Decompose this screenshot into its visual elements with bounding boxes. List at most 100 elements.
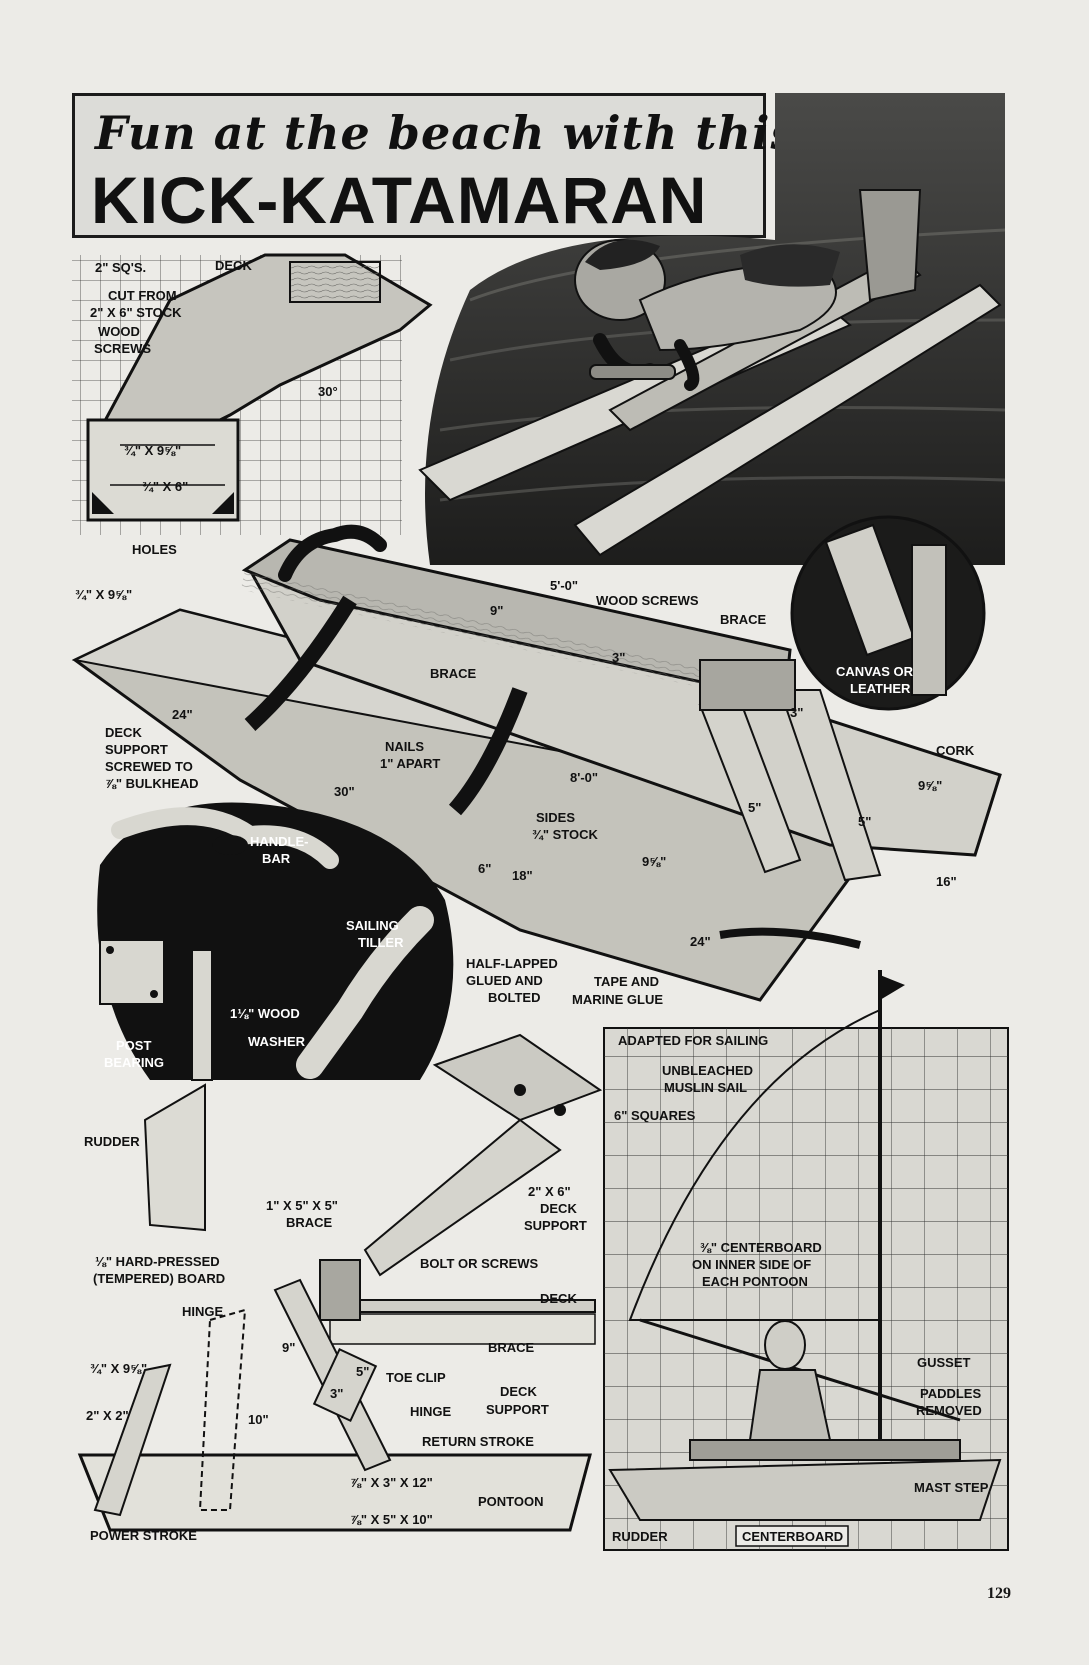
label-hard-1: ⅛" HARD-PRESSED	[95, 1254, 220, 1269]
top-left-grid-drawing: 2" SQ'S. DECK CUT FROM 2" X 6" STOCK WOO…	[72, 253, 433, 557]
label-dim-6: 6"	[478, 861, 491, 876]
photo-boy-on-katamaran	[418, 93, 1006, 565]
label-center-3: EACH PONTOON	[702, 1274, 808, 1289]
label-deck-top: DECK	[215, 258, 252, 273]
label-half-3: BOLTED	[488, 990, 540, 1005]
label-tape-1: TAPE AND	[594, 974, 659, 989]
label-dim-958b: 9⅝"	[642, 854, 666, 869]
label-post-1: POST	[116, 1038, 151, 1053]
title-script: Fun at the beach with this	[95, 106, 798, 160]
sailing-grid-drawing: ADAPTED FOR SAILING UNBLEACHED MUSLIN SA…	[603, 970, 1009, 1551]
label-dim-16: 16"	[936, 874, 957, 889]
label-dim-9in: 9"	[490, 603, 503, 618]
label-dim-24b: 24"	[690, 934, 711, 949]
label-unbleached-2: MUSLIN SAIL	[664, 1080, 747, 1095]
label-dim-5c: 5"	[356, 1364, 369, 1379]
label-dim-30: 30"	[334, 784, 355, 799]
label-board-34x6: ¾" X 6"	[142, 479, 188, 494]
label-canvas-1: CANVAS OR	[836, 664, 914, 679]
label-brace-top: BRACE	[720, 612, 767, 627]
label-board-34x958: ¾" X 9⅝"	[124, 443, 181, 458]
label-screws: SCREWS	[94, 341, 151, 356]
paddle-mechanism-side-view: BOLT OR SCREWS DECK HINGE BRACE ¾" X 9⅝"…	[77, 1256, 596, 1543]
label-hinge-2: HINGE	[410, 1404, 452, 1419]
label-dim-3in: 3"	[612, 650, 625, 665]
label-dim-3c: 3"	[330, 1386, 343, 1401]
label-dim-18: 18"	[512, 868, 533, 883]
label-handle-1: HANDLE-	[250, 834, 309, 849]
label-centerboard: CENTERBOARD	[742, 1529, 843, 1544]
label-2x2: 2" X 2"	[86, 1408, 129, 1423]
label-brace-155-1: 1" X 5" X 5"	[266, 1198, 338, 1213]
inset-rudder-tiller: HANDLE- BAR SAILING TILLER 1⅛" WOOD WASH…	[84, 802, 454, 1232]
label-deck-support-3: SCREWED TO	[105, 759, 193, 774]
label-6-squares: 6" SQUARES	[614, 1108, 696, 1123]
label-wood: WOOD	[98, 324, 140, 339]
label-ds-2x6-3: SUPPORT	[524, 1218, 587, 1233]
label-canvas-2: LEATHER	[850, 681, 911, 696]
label-cut-from: CUT FROM	[108, 288, 177, 303]
label-cork: CORK	[936, 743, 975, 758]
label-2x6-stock: 2" X 6" STOCK	[90, 305, 182, 320]
label-toe-clip: TOE CLIP	[386, 1370, 446, 1385]
label-bolt: BOLT OR SCREWS	[420, 1256, 539, 1271]
label-paddles-1: PADDLES	[920, 1386, 981, 1401]
label-return-stroke: RETURN STROKE	[422, 1434, 534, 1449]
label-deck-2: DECK	[540, 1291, 577, 1306]
label-sailing-2: TILLER	[358, 935, 404, 950]
label-nails-1: NAILS	[385, 739, 424, 754]
label-deck-supp-a: DECK	[500, 1384, 537, 1399]
label-dim-5ft: 5'-0"	[550, 578, 578, 593]
label-deck-support-2: SUPPORT	[105, 742, 168, 757]
label-nails-2: 1" APART	[380, 756, 440, 771]
label-dim-10: 10"	[248, 1412, 269, 1427]
label-sides-2: ¾" STOCK	[532, 827, 598, 842]
label-rudder-right: RUDDER	[612, 1529, 668, 1544]
label-power-stroke: POWER STROKE	[90, 1528, 197, 1543]
label-ds-2x6-1: 2" X 6"	[528, 1184, 571, 1199]
label-hinge-1: HINGE	[182, 1304, 224, 1319]
label-brace-mid: BRACE	[430, 666, 477, 681]
label-left-34x958: ¾" X 9⅝"	[75, 587, 132, 602]
label-dim-5b: 5"	[858, 814, 871, 829]
label-wood-118: 1⅛" WOOD	[230, 1006, 300, 1021]
label-dim-5a: 5"	[748, 800, 761, 815]
label-pontoon: PONTOON	[478, 1494, 544, 1509]
label-half-2: GLUED AND	[466, 973, 543, 988]
label-dim-8ft: 8'-0"	[570, 770, 598, 785]
label-sailing-1: SAILING	[346, 918, 399, 933]
label-post-2: BEARING	[104, 1055, 164, 1070]
label-paddles-2: REMOVED	[916, 1403, 982, 1418]
label-handle-2: BAR	[262, 851, 291, 866]
label-mast-step: MAST STEP	[914, 1480, 989, 1495]
label-holes: HOLES	[132, 542, 177, 557]
label-dim-9b: 9"	[282, 1340, 295, 1355]
label-hard-2: (TEMPERED) BOARD	[93, 1271, 225, 1286]
label-deck-support-4: ⅞" BULKHEAD	[105, 776, 199, 791]
title-block: Fun at the beach with this KICK-KATAMARA…	[72, 93, 796, 238]
label-half-1: HALF-LAPPED	[466, 956, 558, 971]
label-left2-34x958: ¾" X 9⅝"	[90, 1361, 147, 1376]
label-dim-24a: 24"	[172, 707, 193, 722]
inset-canvas-leather: CANVAS OR LEATHER	[790, 515, 986, 711]
label-brace-155-2: BRACE	[286, 1215, 333, 1230]
label-dim-958: 9⅝"	[918, 778, 942, 793]
label-washer: WASHER	[248, 1034, 306, 1049]
label-dim-3b: 3"	[790, 705, 803, 720]
label-deck-supp-b: SUPPORT	[486, 1402, 549, 1417]
label-78x5x10: ⅞" X 5" X 10"	[350, 1512, 433, 1527]
label-ds-2x6-2: DECK	[540, 1201, 577, 1216]
label-unbleached-1: UNBLEACHED	[662, 1063, 753, 1078]
catamaran-assembly-drawing: ¾" X 9⅝" 5'-0" 9" 3" WOOD SCREWS BRACE B…	[71, 524, 1002, 1007]
label-deck-support-1: DECK	[105, 725, 142, 740]
label-wood-screws: WOOD SCREWS	[596, 593, 699, 608]
label-gusset: GUSSET	[917, 1355, 971, 1370]
label-rudder-left: RUDDER	[84, 1134, 140, 1149]
label-sides-1: SIDES	[536, 810, 575, 825]
label-adapted: ADAPTED FOR SAILING	[618, 1033, 768, 1048]
label-tape-2: MARINE GLUE	[572, 992, 663, 1007]
label-brace-3: BRACE	[488, 1340, 535, 1355]
label-30-deg: 30°	[318, 384, 338, 399]
